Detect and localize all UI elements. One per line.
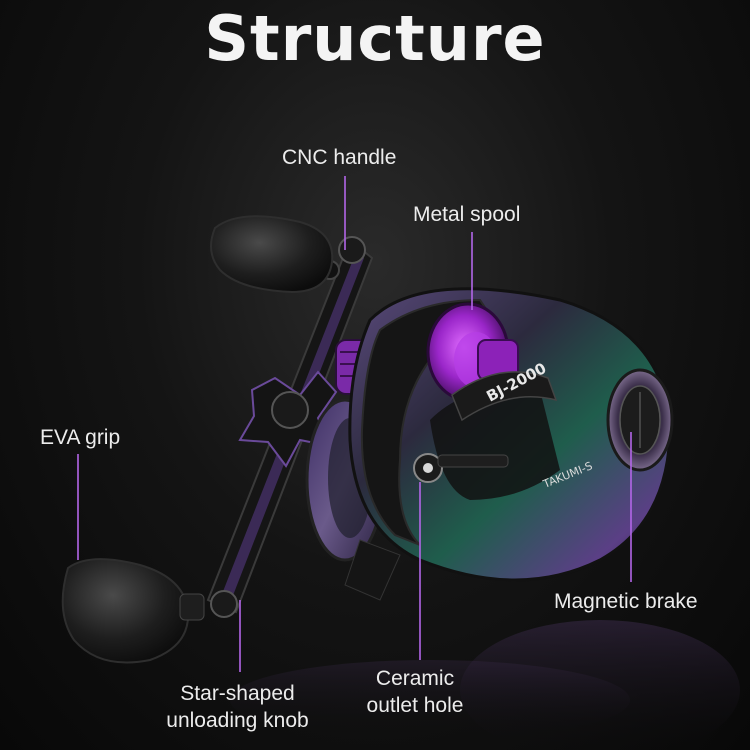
label-ceramic-line1: Ceramic <box>375 667 455 690</box>
label-ceramic-outlet-hole: Ceramic outlet hole <box>355 665 475 719</box>
label-eva-grip: EVA grip <box>40 426 121 449</box>
label-ceramic-line2: outlet hole <box>366 694 464 717</box>
label-cnc-handle: CNC handle <box>282 146 397 169</box>
star-drag <box>238 370 338 468</box>
label-star-knob-line2: unloading knob <box>166 709 309 732</box>
label-metal-spool: Metal spool <box>413 203 521 226</box>
metal-spool <box>426 302 519 402</box>
ceramic-line-guide <box>413 453 509 483</box>
upper-eva-knob <box>210 215 334 294</box>
label-magnetic-brake: Magnetic brake <box>554 590 698 613</box>
label-star-knob-line1: Star-shaped <box>180 682 295 705</box>
floor-reflection <box>230 620 740 750</box>
lower-eva-knob <box>61 558 205 664</box>
magnetic-brake-dial <box>606 368 674 472</box>
label-star-shaped-knob: Star-shaped unloading knob <box>150 680 325 734</box>
page-title: Structure <box>204 2 546 75</box>
reel-foot <box>344 539 401 601</box>
